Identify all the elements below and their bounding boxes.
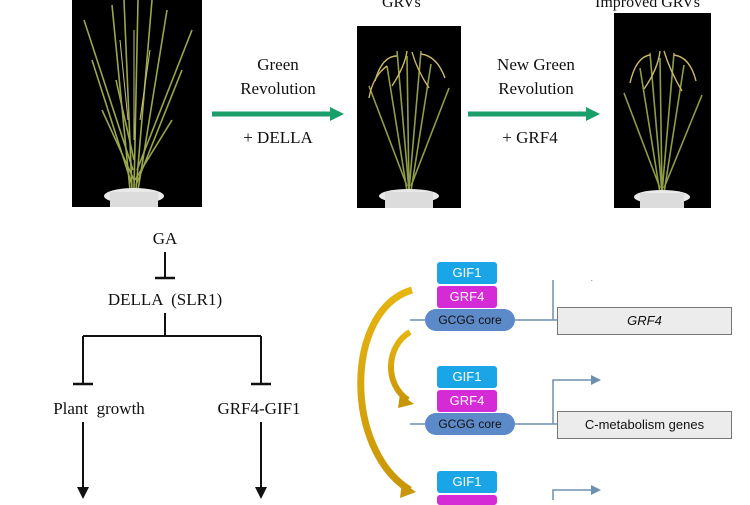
gene-label: C-metabolism genes — [584, 417, 705, 432]
grf4-box: GRF4 — [437, 286, 497, 308]
gif1-box: GIF1 — [437, 366, 497, 388]
grf4-box — [437, 495, 497, 505]
grvs-label: GRVs — [382, 0, 421, 11]
transition2-factor: + GRF4 — [502, 128, 558, 147]
transition1-line2: Revolution — [240, 79, 316, 98]
green-revolution-arrow — [212, 107, 344, 121]
improved-grvs-label: Improved GRVs — [595, 0, 700, 11]
new-green-revolution-arrow — [468, 107, 600, 121]
transition2-line2: Revolution — [498, 79, 574, 98]
transition1-factor: + DELLA — [243, 128, 313, 147]
gene-label: GRF4 — [627, 313, 662, 328]
gcgg-core: GCGG core — [425, 413, 515, 435]
dna-line-3 — [552, 485, 601, 500]
c-metabolism-gene-box: C-metabolism genes — [557, 411, 732, 439]
ga-label: GA — [152, 229, 178, 248]
transition1-line1: Green — [257, 55, 299, 74]
gif1-box: GIF1 — [437, 471, 497, 493]
gif1-box: GIF1 — [437, 262, 497, 284]
grf4-box: GRF4 — [437, 390, 497, 412]
improved-grv-rice-plant-photo — [614, 13, 711, 208]
plant-growth-label: Plant growth — [53, 399, 145, 418]
grf4-gene-box: GRF4 — [557, 307, 732, 335]
grf4-gif1-label: GRF4-GIF1 — [217, 399, 301, 418]
tall-rice-plant-photo — [72, 0, 202, 207]
pathway-lines — [73, 252, 271, 499]
transition2-line1: New Green — [497, 55, 575, 74]
gcgg-core: GCGG core — [425, 309, 515, 331]
grv-rice-plant-photo — [357, 26, 461, 208]
feedback-curves — [357, 286, 416, 498]
della-label: DELLA (SLR1) — [107, 290, 223, 309]
